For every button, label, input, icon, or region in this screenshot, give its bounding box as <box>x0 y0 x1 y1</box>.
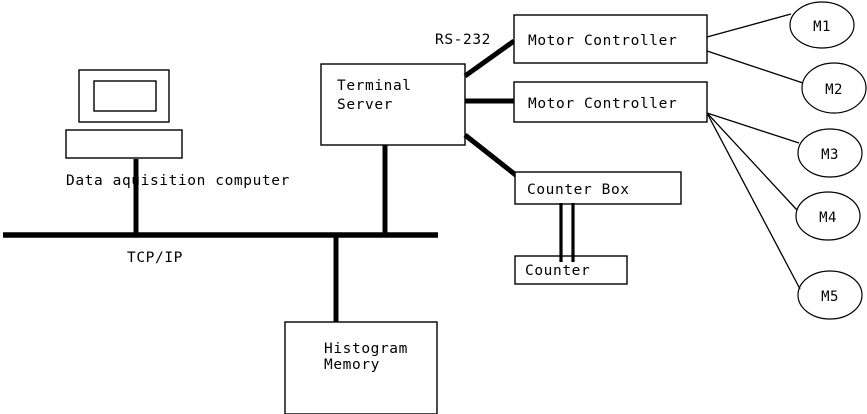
motor-controller-2-box <box>513 81 708 123</box>
terminal-server-to-counter-box-link <box>463 133 519 178</box>
rs232-label: RS-232 <box>435 32 491 48</box>
motor-controller-2-to-m4-link <box>706 112 798 211</box>
tcpip-label: TCP/IP <box>127 250 183 266</box>
motor-m1-label: M1 <box>813 19 831 35</box>
monitor-screen <box>93 80 157 112</box>
motor-m3-ellipse <box>797 128 863 178</box>
terminal-server-label-line2: Server <box>337 97 393 113</box>
counter-label: Counter <box>525 263 590 279</box>
motor-m5-ellipse <box>797 270 863 320</box>
motor-m4-ellipse <box>795 191 861 241</box>
counter-box <box>514 171 682 205</box>
histogram-memory-label-line1: Histogram <box>324 341 408 357</box>
histogram-memory-label-line2: Memory <box>324 357 380 373</box>
histogram-memory-box <box>284 321 438 414</box>
motor-controller-1-to-m1-link <box>706 13 792 38</box>
motor-controller-1-to-m2-link <box>706 50 804 84</box>
computer-label: Data aquisition computer <box>66 173 290 189</box>
motor-m3-label: M3 <box>821 147 839 163</box>
terminal-server-to-motor-controller-1-link <box>463 38 516 79</box>
motor-controller-1-label: Motor Controller <box>528 33 677 49</box>
motor-controller-2-to-m5-link <box>706 112 801 290</box>
motor-m4-label: M4 <box>819 210 837 226</box>
motor-m2-ellipse <box>801 62 867 114</box>
motor-controller-1-box <box>513 14 708 64</box>
motor-m2-label: M2 <box>825 82 843 98</box>
motor-controller-2-label: Motor Controller <box>528 96 677 112</box>
computer-base-unit <box>65 129 183 159</box>
counter-box-label: Counter Box <box>527 182 630 198</box>
motor-controller-2-to-m3-link <box>706 112 800 144</box>
terminal-server-box <box>320 63 466 146</box>
counter-box-readout <box>514 255 628 285</box>
motor-m1-ellipse <box>789 1 855 49</box>
motor-m5-label: M5 <box>821 289 839 305</box>
terminal-server-label-line1: Terminal <box>337 78 412 94</box>
